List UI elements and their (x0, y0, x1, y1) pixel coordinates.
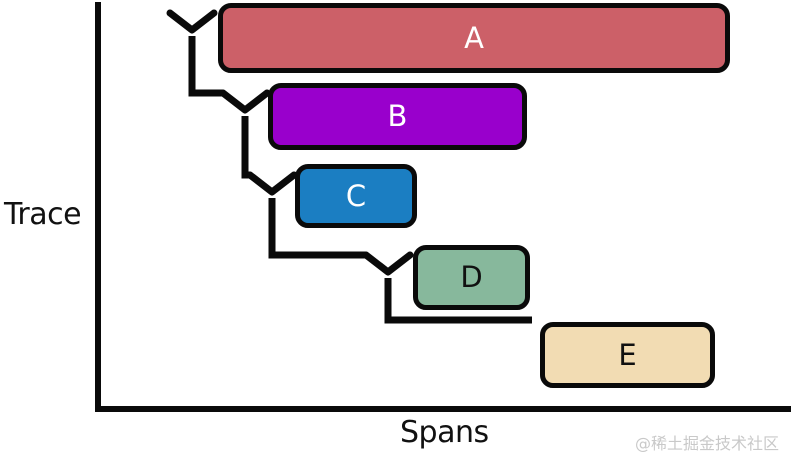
y-axis-line (95, 2, 101, 412)
y-axis-label: Trace (4, 197, 82, 232)
span-connector-elbow (241, 116, 250, 179)
watermark: @稀土掘金技术社区 (634, 434, 779, 453)
span-bar[interactable]: D (413, 245, 530, 310)
span-bar-label: E (618, 337, 637, 372)
chevron-down-icon (166, 9, 218, 34)
x-axis-label: Spans (400, 415, 489, 450)
chevron-down-icon (362, 251, 414, 276)
span-bar-label: A (464, 20, 484, 55)
span-bar[interactable]: A (218, 3, 730, 73)
span-bar-label: D (460, 260, 483, 294)
chevron-down-icon (219, 89, 271, 114)
chevron-down-icon (246, 171, 298, 196)
span-bar[interactable]: C (295, 164, 417, 228)
span-bar[interactable]: B (268, 83, 527, 150)
span-bar[interactable]: E (540, 322, 715, 388)
span-bar-label: B (387, 99, 408, 133)
span-bar-label: C (345, 178, 367, 213)
x-axis-line (95, 406, 791, 412)
